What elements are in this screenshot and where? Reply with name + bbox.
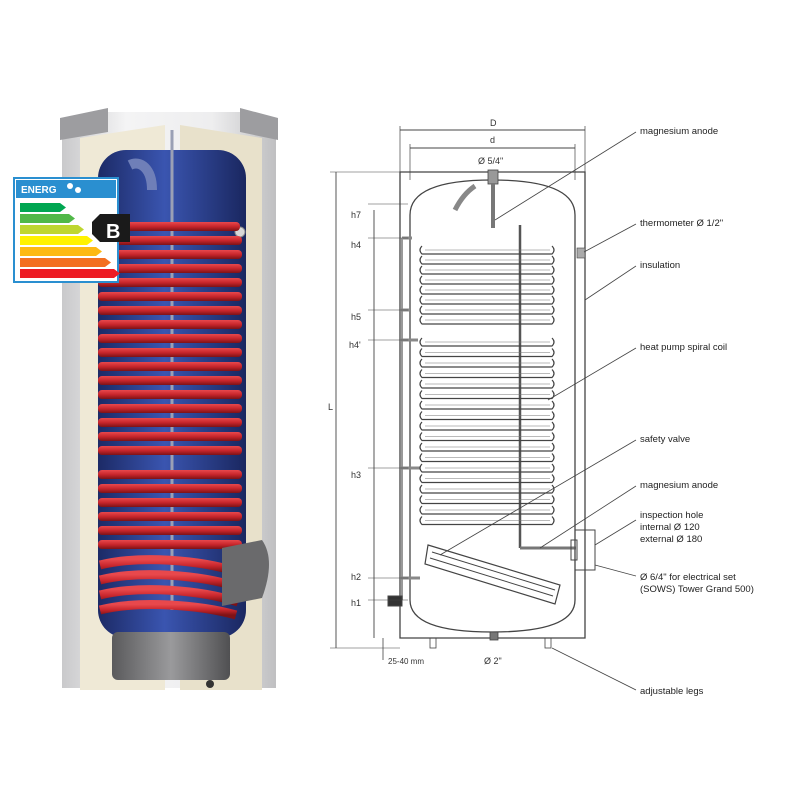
dim-D-label: D — [490, 118, 497, 128]
callout-inspection-hole: inspection hole — [640, 510, 703, 521]
energy-bar — [20, 258, 111, 267]
lower-heating-element — [424, 544, 561, 605]
coil-loop — [419, 484, 555, 494]
thermometer-pocket — [576, 247, 586, 259]
energy-class-arrow — [92, 214, 130, 242]
callout-heat-pump-coil: heat pump spiral coil — [640, 342, 727, 353]
top-rim-left — [60, 108, 108, 140]
energy-bars — [20, 203, 120, 278]
top-rim-right — [240, 108, 278, 140]
dimension-labels: D d Ø 5/4" L h7 h4 h5 h4' h3 h2 h1 25-40… — [328, 118, 503, 666]
h4b-label: h4' — [349, 340, 361, 350]
eu-star-icon — [75, 187, 81, 193]
coil-loop — [419, 453, 555, 463]
coil-loop — [419, 495, 555, 505]
coil-loop — [419, 315, 555, 325]
energy-label-header-bar — [16, 180, 116, 198]
h5-label: h5 — [351, 312, 361, 322]
base-foot — [206, 680, 214, 688]
callout-leaders — [439, 131, 637, 691]
callout-electrical-model: (SOWS) Tower Grand 500) — [640, 584, 754, 595]
upper-coil — [98, 222, 242, 455]
callout-magnesium-anode-bottom: magnesium anode — [640, 480, 718, 491]
coil-loop — [419, 348, 555, 358]
coil-loop — [419, 337, 555, 347]
coil-loop — [419, 358, 555, 368]
hook-pipe — [452, 183, 477, 212]
coil-loop — [419, 295, 555, 305]
energy-bar — [20, 236, 93, 245]
energy-label: ENERG B — [13, 177, 130, 283]
coil-loop — [419, 442, 555, 452]
bottom-connection-label: Ø 2" — [484, 656, 502, 666]
outer-body — [399, 171, 586, 639]
dim-L-label: L — [328, 402, 333, 412]
dim-d-label: d — [490, 135, 495, 145]
energy-bar — [20, 214, 75, 223]
coil-loop — [419, 463, 555, 473]
coil-loop — [419, 285, 555, 295]
energy-bar — [20, 203, 66, 212]
lower-coil — [98, 470, 242, 620]
inspection-flange — [222, 540, 269, 606]
coil-loop — [419, 245, 555, 255]
coil-loop — [419, 390, 555, 400]
legs-dimension-label: 25-40 mm — [388, 657, 424, 666]
energy-bar — [20, 247, 102, 256]
coil-loop — [419, 505, 555, 515]
coil-loop — [419, 474, 555, 484]
inspection-flange-drawing — [574, 529, 596, 571]
coil-loop — [419, 411, 555, 421]
coil-loop — [419, 421, 555, 431]
callout-insulation: insulation — [640, 260, 680, 271]
energy-label-header: ENERG — [21, 185, 57, 196]
callout-adjustable-legs: adjustable legs — [640, 686, 704, 697]
callout-inspection-internal: internal Ø 120 — [640, 522, 700, 533]
energy-bar — [20, 269, 120, 278]
callout-thermometer: thermometer Ø 1/2" — [640, 218, 723, 229]
h2-label: h2 — [351, 572, 361, 582]
callout-magnesium-anode-top: magnesium anode — [640, 126, 718, 137]
callout-inspection-external: external Ø 180 — [640, 534, 702, 545]
top-connection-fitting — [487, 169, 499, 185]
coil-loop — [419, 400, 555, 410]
tank-base — [112, 632, 230, 680]
coil-loop — [419, 255, 555, 265]
callout-labels: magnesium anode thermometer Ø 1/2" insul… — [640, 126, 754, 697]
coil-loop — [419, 369, 555, 379]
coil-group-bottom — [419, 337, 555, 526]
energy-bar — [20, 225, 84, 234]
technical-drawing — [330, 126, 637, 691]
coil-group-top — [419, 245, 555, 325]
coil-loop — [419, 275, 555, 285]
callout-safety-valve: safety valve — [640, 434, 690, 445]
h3-label: h3 — [351, 470, 361, 480]
dim-top-connection-label: Ø 5/4" — [478, 156, 503, 166]
h1-label: h1 — [351, 598, 361, 608]
coil-loop — [419, 516, 555, 526]
h7-label: h7 — [351, 210, 361, 220]
inner-tank-outline — [409, 179, 576, 633]
h4-label: h4 — [351, 240, 361, 250]
coil-loop — [419, 432, 555, 442]
top-pipe — [127, 158, 157, 191]
drain-fitting — [387, 595, 403, 607]
eu-star-icon — [67, 183, 73, 189]
coil-loop — [419, 265, 555, 275]
coil-loop — [419, 305, 555, 315]
callout-electrical-set: Ø 6/4" for electrical set — [640, 572, 736, 583]
coil-loop — [419, 379, 555, 389]
legs — [429, 631, 552, 649]
energy-class-letter: B — [106, 221, 120, 243]
